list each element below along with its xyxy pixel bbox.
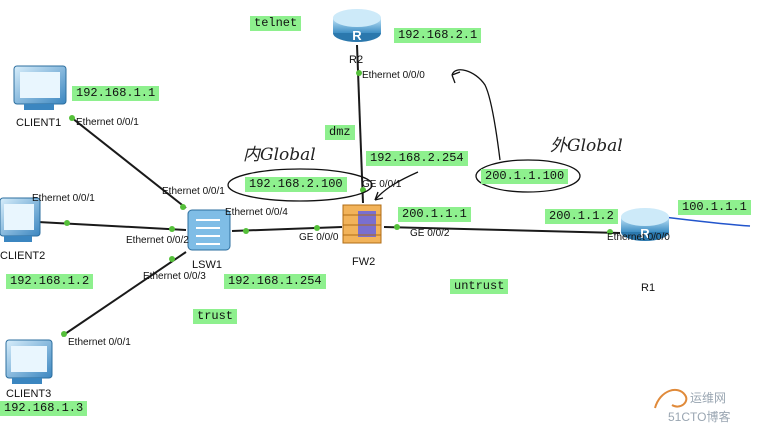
client1-pc-icon[interactable] xyxy=(13,65,67,110)
client3-pc-icon[interactable] xyxy=(5,339,53,384)
port-lsw1-e003: Ethernet 0/0/3 xyxy=(143,271,206,282)
switch-lsw1-icon[interactable] xyxy=(187,209,231,251)
annotation-arrow-top xyxy=(451,69,501,161)
note-outside-global: 外Global xyxy=(550,136,623,156)
link-fw2-r1[interactable] xyxy=(383,226,621,234)
note-inside-global: 内Global xyxy=(243,145,316,165)
link-lsw1-fw2[interactable] xyxy=(231,226,343,232)
ip-fw2-dmz: 192.168.2.254 xyxy=(366,151,468,166)
outside-global-ellipse xyxy=(475,159,581,193)
router-r1-icon[interactable]: R xyxy=(621,208,669,241)
ip-r1-external: 100.1.1.1 xyxy=(678,200,751,215)
label-client1: CLIENT1 xyxy=(16,117,62,129)
zone-dmz: dmz xyxy=(325,125,355,140)
client2-pc-icon[interactable] xyxy=(0,197,41,242)
ip-fw2-untrust: 200.1.1.1 xyxy=(398,207,471,222)
port-client2-e001: Ethernet 0/0/1 xyxy=(32,193,95,204)
ip-client2: 192.168.1.2 xyxy=(6,274,94,289)
port-lsw1-e002: Ethernet 0/0/2 xyxy=(126,235,189,246)
r1-external-link xyxy=(654,215,751,227)
port-dots xyxy=(61,70,613,337)
port-client1-e001: Ethernet 0/0/1 xyxy=(76,117,139,128)
label-client3: CLIENT3 xyxy=(6,388,52,400)
zone-trust: trust xyxy=(193,309,238,324)
link-client2-lsw1[interactable] xyxy=(37,221,187,231)
port-client3-e001: Ethernet 0/0/1 xyxy=(68,337,131,348)
zone-telnet: telnet xyxy=(250,16,302,31)
port-r2-e000: Ethernet 0/0/0 xyxy=(362,70,425,81)
zone-untrust: untrust xyxy=(450,279,509,294)
label-client2: CLIENT2 xyxy=(0,250,46,262)
router-r2-icon[interactable]: R xyxy=(333,9,381,43)
ip-r1: 200.1.1.2 xyxy=(545,209,618,224)
svg-text:R: R xyxy=(640,226,650,241)
port-fw2-ge000: GE 0/0/0 xyxy=(299,232,339,243)
ip-client3: 192.168.1.3 xyxy=(0,401,88,416)
ip-fw2-trust: 192.168.1.254 xyxy=(224,274,326,289)
inside-global-ellipse xyxy=(227,168,373,202)
ip-client1: 192.168.1.1 xyxy=(72,86,160,101)
watermark-logo-icon xyxy=(654,388,688,409)
ip-outside-global: 200.1.1.100 xyxy=(481,169,569,184)
label-lsw1: LSW1 xyxy=(192,259,222,271)
label-fw2: FW2 xyxy=(352,256,376,268)
port-fw2-ge002: GE 0/0/2 xyxy=(410,228,450,239)
svg-text:R: R xyxy=(352,28,362,43)
label-r2: R2 xyxy=(349,54,364,66)
port-r1-e000: Ethernet 0/0/0 xyxy=(607,232,670,243)
annotation-arrow-fw xyxy=(374,171,419,201)
watermark-site: 51CTO博客 xyxy=(668,410,731,424)
port-fw2-ge001: GE 0/0/1 xyxy=(362,179,402,190)
ip-inside-global: 192.168.2.100 xyxy=(245,177,347,192)
ip-r2: 192.168.2.1 xyxy=(394,28,482,43)
handdrawn-annotations xyxy=(227,69,581,202)
link-client1-lsw1[interactable] xyxy=(71,117,187,209)
watermark-brand: 运维网 xyxy=(690,391,727,405)
firewall-fw2-icon[interactable] xyxy=(342,204,382,244)
port-lsw1-e001: Ethernet 0/0/1 xyxy=(162,186,225,197)
link-client3-lsw1[interactable] xyxy=(61,251,187,337)
label-r1: R1 xyxy=(641,282,656,294)
port-lsw1-e004: Ethernet 0/0/4 xyxy=(225,207,288,218)
